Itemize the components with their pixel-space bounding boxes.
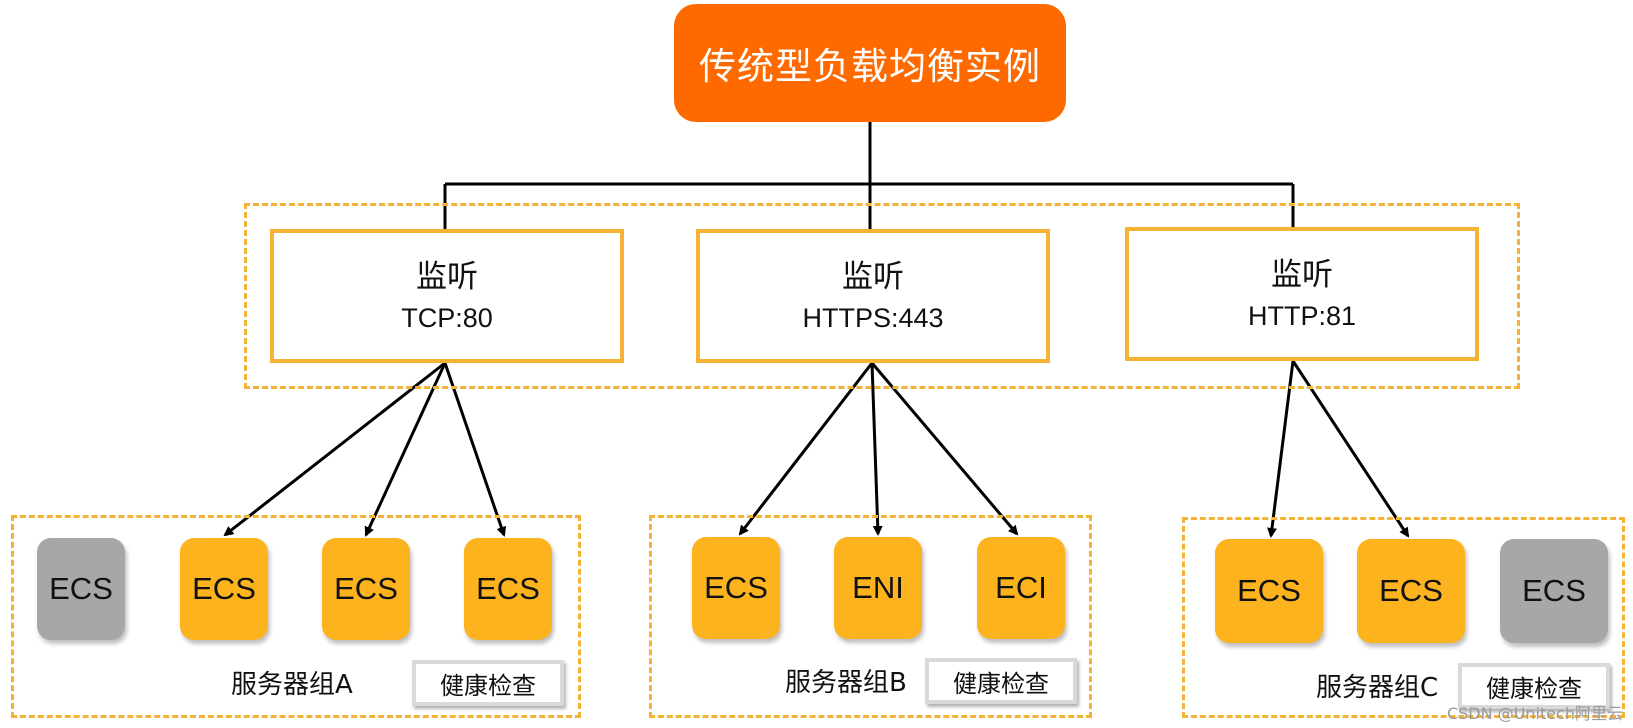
server-label: ECS: [1379, 573, 1443, 608]
server-b3: ECI: [977, 537, 1065, 639]
server-b1: ECS: [692, 537, 780, 639]
server-label: ECS: [49, 571, 113, 606]
server-a3: ECS: [322, 538, 410, 640]
server-label: ECS: [192, 571, 256, 606]
server-group-a-health-check: 健康检查: [412, 660, 564, 706]
listener-title: 监听: [416, 259, 478, 295]
server-group-c-frame: [1182, 517, 1625, 718]
listener-title: 监听: [842, 259, 904, 295]
server-c1: ECS: [1215, 539, 1323, 643]
server-group-a-label: 服务器组A: [231, 670, 353, 700]
listener-tcp-80: 监听 TCP:80: [270, 229, 624, 363]
server-label: ECS: [476, 571, 540, 606]
listener-http-81: 监听 HTTP:81: [1125, 227, 1479, 361]
listener-protocol: HTTP:81: [1247, 301, 1357, 331]
server-a2: ECS: [180, 538, 268, 640]
server-label: ECS: [1522, 573, 1586, 608]
server-label: ECS: [1237, 573, 1301, 608]
server-a1: ECS: [37, 538, 125, 640]
listener-protocol: TCP:80: [401, 303, 493, 333]
listeners-frame: [244, 203, 1520, 389]
watermark-text: CSDN @Unitech阿里云: [1446, 704, 1623, 723]
server-label: ECI: [995, 570, 1047, 605]
server-group-b-label: 服务器组B: [785, 668, 907, 698]
server-c3: ECS: [1500, 539, 1608, 643]
listener-protocol: HTTPS:443: [802, 303, 944, 333]
listener-title: 监听: [1271, 257, 1333, 293]
server-b2: ENI: [834, 537, 922, 639]
health-check-label: 健康检查: [1486, 674, 1582, 703]
server-group-b-health-check: 健康检查: [925, 658, 1077, 704]
listener-https-443: 监听 HTTPS:443: [696, 229, 1050, 363]
server-group-c-health-check: 健康检查: [1458, 663, 1610, 709]
server-group-a-frame: [11, 515, 581, 718]
health-check-label: 健康检查: [440, 671, 536, 700]
server-label: ENI: [852, 570, 904, 605]
health-check-label: 健康检查: [953, 669, 1049, 698]
load-balancer-instance-node: 传统型负载均衡实例: [674, 4, 1066, 122]
server-label: ECS: [334, 571, 398, 606]
server-group-c-label: 服务器组C: [1316, 673, 1439, 703]
server-a4: ECS: [464, 538, 552, 640]
server-label: ECS: [704, 570, 768, 605]
server-group-b-frame: [649, 515, 1092, 718]
server-c2: ECS: [1357, 539, 1465, 643]
load-balancer-instance-label: 传统型负载均衡实例: [699, 45, 1041, 88]
